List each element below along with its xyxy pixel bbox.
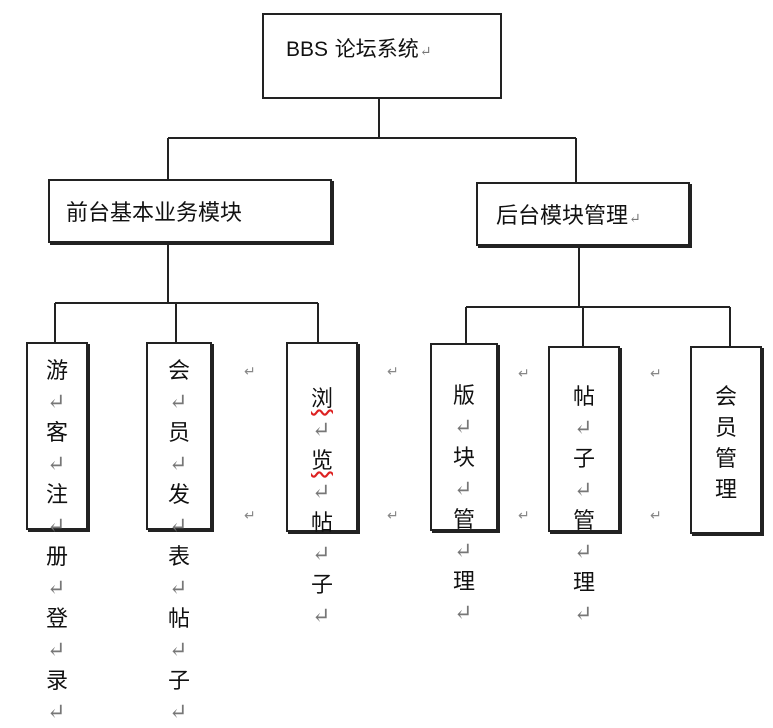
back-module-node: 后台模块管理↵ <box>476 182 690 246</box>
leaf-char: 录 <box>45 669 68 694</box>
leaf-char: 会 <box>714 385 737 410</box>
return-mark: ↵ <box>629 211 641 227</box>
leaf-char: 管 <box>714 447 737 472</box>
leaf-char: 帖 <box>572 385 595 410</box>
return-mark: ↵ <box>518 508 530 524</box>
leaf-char: 理 <box>572 571 595 596</box>
leaf-board-management: 版↵ 块↵ 管↵ 理↵ <box>430 343 498 626</box>
leaf-char: 浏 <box>310 387 333 412</box>
leaf-char: 员 <box>714 416 737 441</box>
return-mark: ↵ <box>419 44 432 60</box>
leaf-guest-register-login: 游↵ 客↵ 注↵ 册↵ 登↵ 录↵ <box>26 342 88 725</box>
root-node: BBS 论坛系统↵ <box>262 13 502 99</box>
leaf-char: 会 <box>167 359 190 384</box>
leaf-char: 客 <box>45 421 68 446</box>
leaf-char: 发 <box>167 483 190 508</box>
leaf-char: 子 <box>310 573 333 598</box>
leaf-char: 览 <box>310 449 333 474</box>
leaf-char: 版 <box>452 384 475 409</box>
leaf-char: 帖 <box>310 511 333 536</box>
front-module-title: 前台基本业务模块 <box>66 201 243 226</box>
leaf-member-management: 会 员 管 理 <box>690 346 762 534</box>
leaf-char: 块 <box>452 446 475 471</box>
return-mark: ↵ <box>244 508 256 524</box>
root-title-cjk: 论坛系统 <box>334 37 419 61</box>
leaf-browse-posts: 浏↵ 览↵ 帖↵ 子↵ <box>286 342 358 629</box>
leaf-char: 注 <box>45 483 68 508</box>
leaf-member-post: 会↵ 员↵ 发↵ 表↵ 帖↵ 子↵ <box>146 342 212 725</box>
connector-lines <box>54 98 731 346</box>
leaf-char: 游 <box>45 359 68 384</box>
leaf-char: 管 <box>572 509 595 534</box>
return-mark: ↵ <box>387 508 399 524</box>
leaf-post-management: 帖↵ 子↵ 管↵ 理↵ <box>548 346 620 627</box>
return-mark: ↵ <box>244 364 256 380</box>
leaf-char: 登 <box>45 607 68 632</box>
front-module-node: 前台基本业务模块 <box>48 179 332 243</box>
leaf-char: 员 <box>167 421 190 446</box>
leaf-char: 管 <box>452 508 475 533</box>
return-mark: ↵ <box>650 366 662 382</box>
leaf-char: 子 <box>167 669 190 694</box>
root-title-latin: BBS <box>286 38 329 61</box>
leaf-char: 理 <box>714 478 737 503</box>
return-mark: ↵ <box>387 364 399 380</box>
leaf-char: 理 <box>452 570 475 595</box>
back-module-title: 后台模块管理 <box>496 204 629 229</box>
return-mark: ↵ <box>650 508 662 524</box>
leaf-char: 帖 <box>167 607 190 632</box>
leaf-char: 子 <box>572 447 595 472</box>
return-mark: ↵ <box>518 366 530 382</box>
